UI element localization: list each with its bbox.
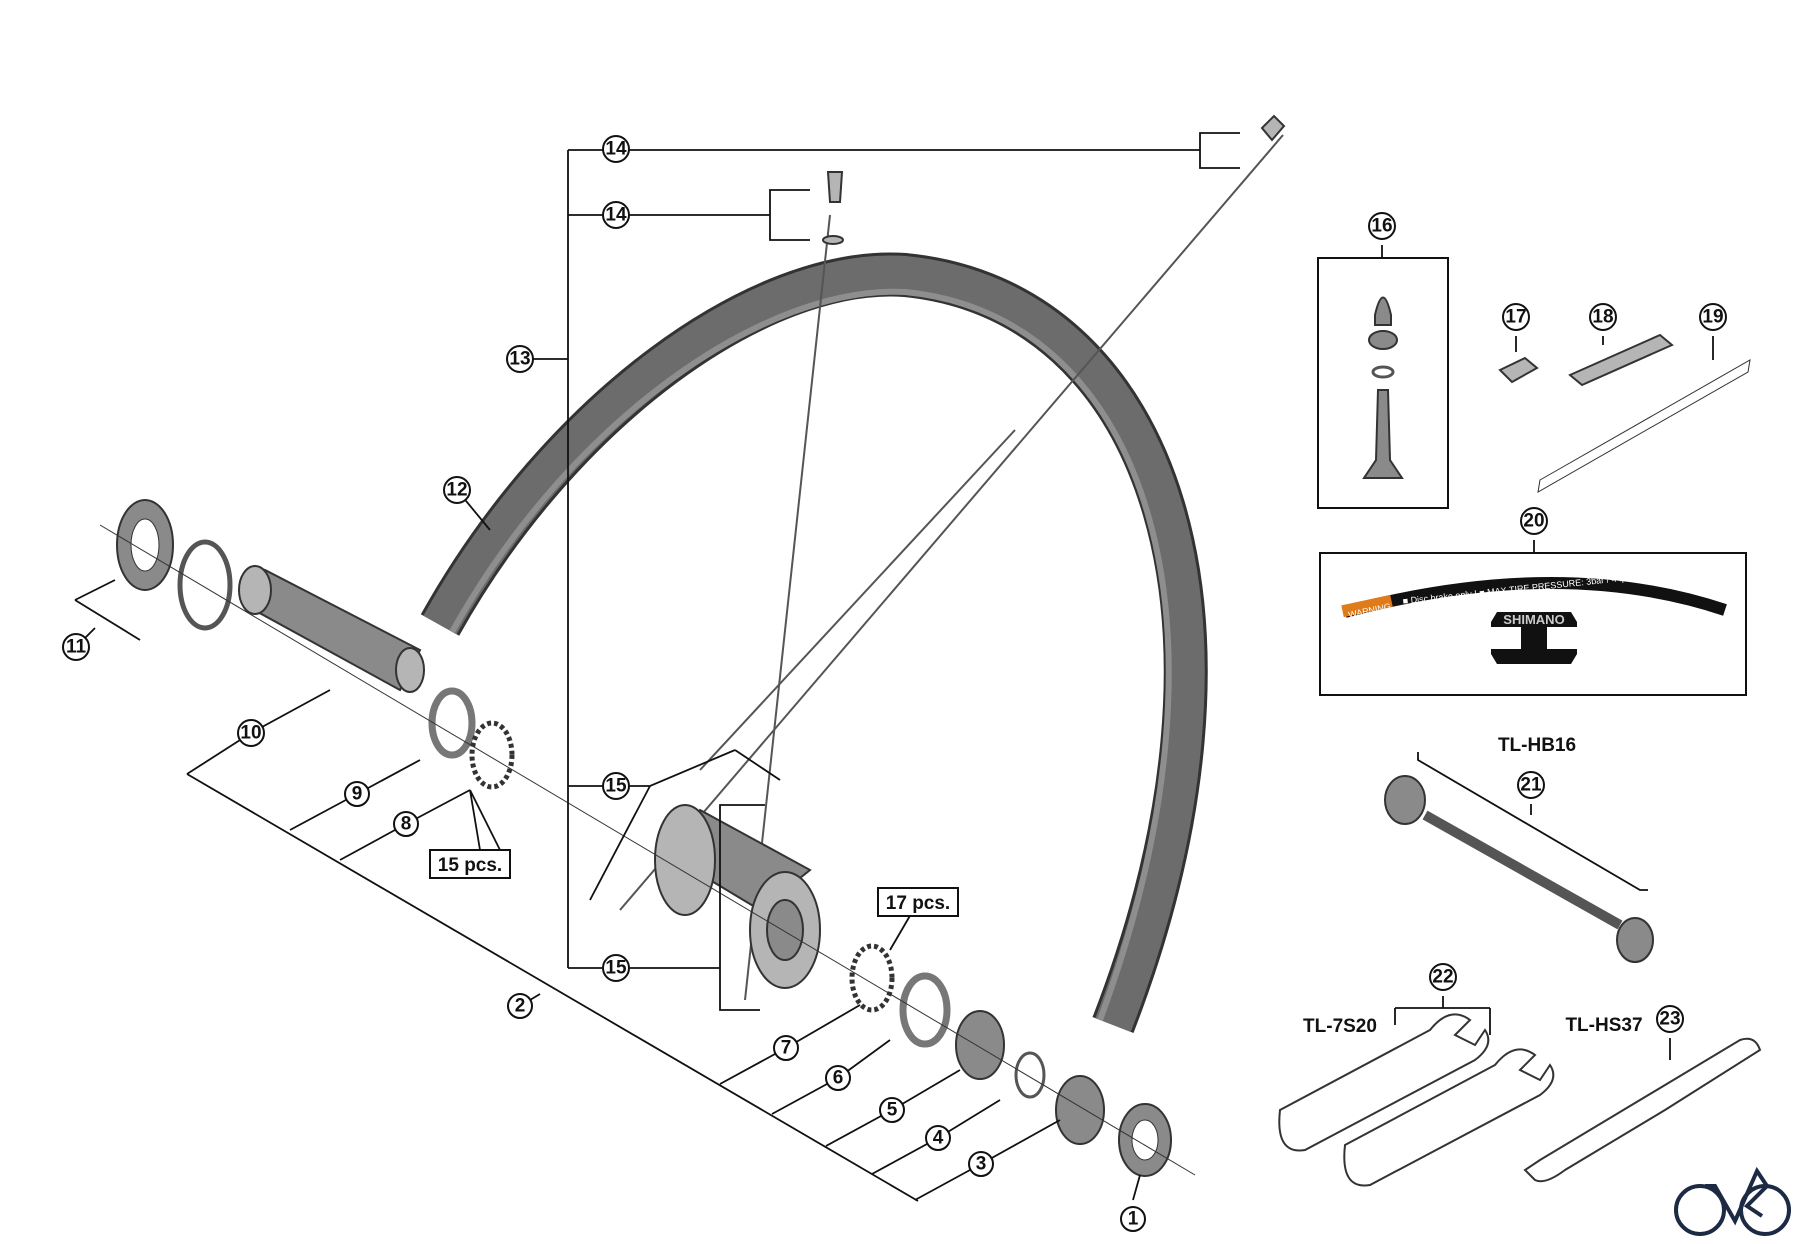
callout-22: 22 (1429, 963, 1457, 991)
svg-text:23: 23 (1659, 1009, 1680, 1030)
tool-label-tl-hs37: TL-HS37 (1565, 1015, 1642, 1036)
hub-tool (1384, 775, 1654, 963)
shimano-logo-decal (1491, 612, 1577, 664)
svg-text:7: 7 (781, 1038, 792, 1059)
callout-15-lower: 15 (602, 954, 630, 982)
callout-2: 2 (507, 993, 533, 1019)
svg-text:18: 18 (1592, 307, 1613, 328)
brand-text: SHIMANO (1503, 612, 1564, 627)
callout-11: 11 (62, 633, 90, 661)
svg-text:13: 13 (509, 349, 530, 370)
svg-text:15: 15 (605, 776, 627, 797)
tool-label-tl-hb16: TL-HB16 (1498, 735, 1576, 756)
callout-1: 1 (1120, 1206, 1146, 1232)
svg-text:5: 5 (887, 1100, 898, 1121)
callout-16: 16 (1368, 212, 1396, 240)
callout-9: 9 (344, 781, 370, 807)
callout-5: 5 (879, 1097, 905, 1123)
svg-text:16: 16 (1371, 216, 1392, 237)
small-parts (1498, 333, 1751, 493)
callout-23: 23 (1656, 1005, 1684, 1033)
qty-label-15: 15 pcs. (429, 849, 511, 879)
right-parts (849, 943, 1172, 1177)
lock-nut (1055, 1075, 1105, 1145)
svg-text:10: 10 (240, 723, 261, 744)
callout-19: 19 (1699, 303, 1727, 331)
svg-text:15: 15 (605, 958, 627, 979)
callout-14-lower: 14 (602, 201, 630, 229)
callout-13: 13 (506, 345, 534, 373)
svg-text:17: 17 (1505, 307, 1526, 328)
callout-7: 7 (773, 1035, 799, 1061)
spoke-nipples (822, 114, 1286, 245)
svg-text:12: 12 (446, 480, 467, 501)
callout-17: 17 (1502, 303, 1530, 331)
warning-badge (1341, 594, 1393, 618)
cone-wrenches (1278, 1013, 1762, 1187)
qty-label-17: 17 pcs. (877, 887, 959, 917)
cone (955, 1010, 1005, 1080)
bearing-left (469, 720, 515, 790)
svg-text:22: 22 (1432, 967, 1453, 988)
o-ring (1014, 1051, 1046, 1099)
svg-text:2: 2 (515, 996, 526, 1017)
left-parts (116, 499, 515, 790)
callout-3: 3 (968, 1151, 994, 1177)
svg-text:9: 9 (352, 784, 363, 805)
callout-10: 10 (237, 719, 265, 747)
bearing-right (849, 943, 895, 1013)
svg-text:15 pcs.: 15 pcs. (438, 855, 502, 876)
svg-text:6: 6 (833, 1068, 844, 1089)
callout-4: 4 (925, 1125, 951, 1151)
svg-text:19: 19 (1702, 307, 1723, 328)
svg-text:4: 4 (933, 1128, 944, 1149)
callout-21: 21 (1517, 771, 1545, 799)
tool-label-tl-7s20: TL-7S20 (1303, 1016, 1377, 1037)
rim (420, 252, 1208, 1033)
axle-axis (99, 524, 1196, 1176)
callout-15-top: 15 (602, 772, 630, 800)
callout-8: 8 (393, 811, 419, 837)
svg-text:17 pcs.: 17 pcs. (886, 893, 950, 914)
callout-14-top: 14 (602, 135, 630, 163)
svg-text:3: 3 (976, 1154, 987, 1175)
svg-text:1: 1 (1128, 1209, 1139, 1230)
svg-text:8: 8 (401, 814, 412, 835)
callout-6: 6 (825, 1065, 851, 1091)
callout-12: 12 (443, 476, 471, 504)
svg-text:20: 20 (1523, 511, 1544, 532)
callout-18: 18 (1589, 303, 1617, 331)
dust-cap (899, 972, 951, 1048)
svg-text:14: 14 (605, 205, 627, 226)
hub-body (654, 804, 821, 989)
svg-text:11: 11 (66, 637, 87, 658)
lock-washer (177, 539, 233, 631)
svg-text:21: 21 (1520, 775, 1542, 796)
valve-parts (1362, 296, 1404, 479)
callout-20: 20 (1520, 507, 1548, 535)
bicycle-logo (1674, 1166, 1791, 1236)
svg-text:14: 14 (605, 139, 627, 160)
dust-cap-left (428, 687, 476, 759)
